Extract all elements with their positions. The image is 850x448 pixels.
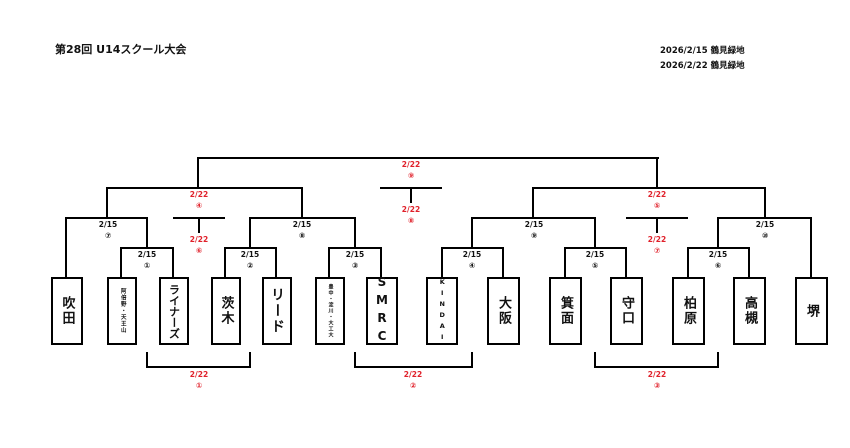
team-name: 豊中・淀川・大工大 — [327, 284, 334, 338]
team-name: KINDAI — [438, 278, 447, 344]
team-name: ライナーズ — [167, 283, 181, 339]
team-name: 吹田 — [59, 296, 75, 326]
team-box: リード — [262, 277, 292, 345]
team-name: 堺 — [804, 303, 819, 319]
team-box: 守口 — [610, 277, 643, 345]
team-box: 豊中・淀川・大工大 — [315, 277, 345, 345]
team-name: 守口 — [619, 296, 634, 326]
team-box: 高槻 — [733, 277, 766, 345]
team-name: 阿倍野・天王山 — [119, 288, 126, 334]
schedule-line-1: 2026/2/15 鶴見緑地 — [660, 46, 745, 56]
team-box: 阿倍野・天王山 — [107, 277, 137, 345]
team-name: 大阪 — [496, 296, 511, 326]
team-name: SMRC — [375, 275, 389, 347]
team-name: 茨木 — [218, 296, 234, 326]
schedule-line-2: 2026/2/22 鶴見緑地 — [660, 61, 745, 71]
team-box: ライナーズ — [159, 277, 189, 345]
team-box: 大阪 — [487, 277, 520, 345]
team-box: 吹田 — [51, 277, 83, 345]
page-title: 第28回 U14スクール大会 — [55, 43, 187, 56]
team-box: 堺 — [795, 277, 828, 345]
team-box: 箕面 — [549, 277, 582, 345]
team-box: 柏原 — [672, 277, 705, 345]
team-name: 柏原 — [681, 296, 696, 326]
team-box: 茨木 — [211, 277, 241, 345]
team-box: SMRC — [366, 275, 398, 347]
team-name: 高槻 — [742, 296, 757, 326]
team-name: 箕面 — [558, 296, 573, 326]
team-name: リード — [269, 287, 285, 335]
team-box: KINDAI — [426, 277, 458, 345]
